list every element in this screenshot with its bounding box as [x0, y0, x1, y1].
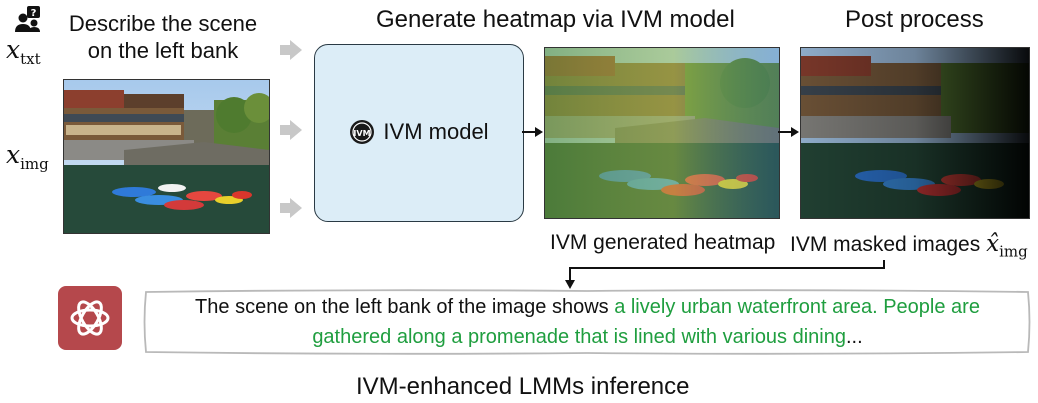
svg-text:IVM: IVM: [354, 129, 371, 138]
input-image: [63, 79, 270, 234]
arrow-to-masked: [778, 127, 799, 137]
ivm-logo-icon: IVM: [350, 120, 375, 144]
ivm-model-label: IVM model: [383, 119, 489, 144]
user-question-icon: ?: [15, 6, 40, 32]
response-highlight-1: a lively urban waterfront area. People a…: [614, 296, 980, 318]
svg-text:?: ?: [31, 8, 37, 19]
response-box: [143, 289, 1031, 355]
response-text: The scene on the left bank of the image …: [150, 292, 1025, 352]
response-plain: The scene on the left bank of the image …: [195, 296, 615, 318]
heatmap-caption: IVM generated heatmap: [550, 231, 776, 254]
heatmap-photo-image: [545, 48, 779, 218]
arrow-to-response: [565, 260, 885, 289]
x-txt-symbol: xtxt: [6, 35, 41, 68]
waterfront-photo-image: [64, 80, 269, 233]
ivm-model-box: IVM IVM model: [314, 44, 524, 222]
footer-title: IVM-enhanced LMMs inference: [356, 373, 690, 400]
header-post-process: Post process: [845, 6, 984, 33]
masked-image: [800, 47, 1030, 219]
openai-logo-icon: [58, 286, 122, 350]
masked-photo-image: [801, 48, 1029, 218]
masked-caption: IVM masked images x̂img: [790, 231, 1028, 261]
x-img-symbol: ximg: [6, 140, 49, 173]
arrow-to-heatmap: [522, 127, 543, 137]
response-highlight-2: gathered along a promenade that is lined…: [312, 326, 846, 348]
header-generate: Generate heatmap via IVM model: [376, 6, 735, 33]
input-arrows: [280, 40, 302, 218]
response-ellipsis: ...: [846, 326, 863, 348]
text-prompt: Describe the scene on the left bank: [68, 11, 258, 63]
heatmap-image: [544, 47, 780, 219]
